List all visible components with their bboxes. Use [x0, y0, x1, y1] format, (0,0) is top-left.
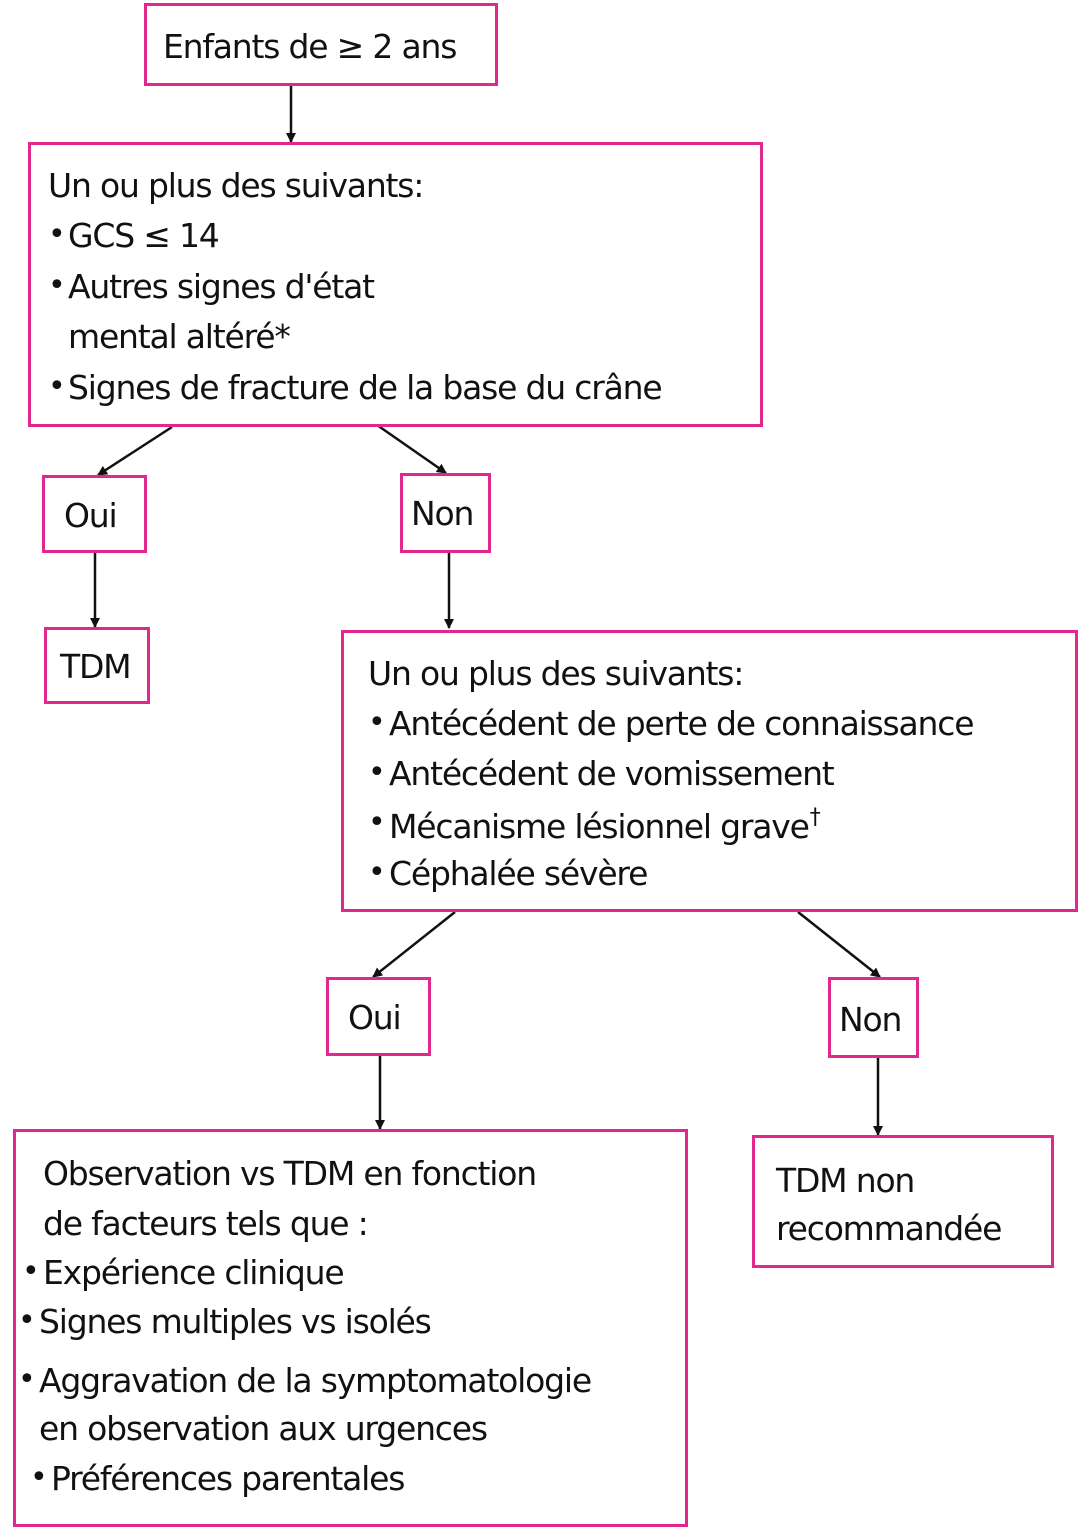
- observation-item-clinical-experience: Expérience clinique: [43, 1253, 345, 1292]
- branch1-no-box: Non: [400, 473, 491, 553]
- bullet: •: [368, 805, 386, 840]
- criteria2-item-vomiting: Antécédent de vomissement: [389, 754, 835, 793]
- criteria1-item-mental-state: Autres signes d'état: [68, 267, 375, 306]
- no-ct-box: TDM non recommandée: [752, 1135, 1054, 1268]
- bullet: •: [368, 755, 386, 790]
- criteria2-item-mechanism-line: Mécanisme lésionnel grave†: [389, 805, 821, 846]
- arrow-criteria2-to-no: [797, 911, 881, 978]
- no-ct-line1: TDM non: [776, 1161, 915, 1200]
- criteria2-item-headache: Céphalée sévère: [389, 854, 648, 893]
- criteria2-item-mechanism: Mécanisme lésionnel grave: [389, 807, 810, 846]
- observation-item-worsening-cont: en observation aux urgences: [39, 1409, 488, 1448]
- branch1-yes-box: Oui: [42, 475, 147, 553]
- ct-result-box: TDM: [44, 627, 150, 704]
- observation-line1: Observation vs TDM en fonction: [43, 1154, 537, 1193]
- bullet: •: [48, 369, 66, 404]
- bullet: •: [48, 268, 66, 303]
- arrow-criteria2-to-yes: [372, 911, 456, 978]
- criteria2-box: Un ou plus des suivants: • Antécédent de…: [341, 630, 1078, 912]
- branch2-yes-box: Oui: [326, 977, 431, 1056]
- arrow-criteria1-to-yes: [97, 425, 173, 477]
- bullet: •: [368, 855, 386, 890]
- branch1-yes-label: Oui: [64, 496, 118, 535]
- criteria1-heading: Un ou plus des suivants:: [48, 166, 424, 205]
- observation-item-multiple-signs: Signes multiples vs isolés: [39, 1302, 432, 1341]
- criteria1-item-gcs: GCS ≤ 14: [68, 216, 220, 255]
- bullet: •: [368, 705, 386, 740]
- dagger-footnote-mark: †: [809, 805, 821, 830]
- ct-result-label: TDM: [60, 647, 132, 686]
- arrow-criteria1-to-no: [376, 423, 447, 475]
- criteria1-box: Un ou plus des suivants: • GCS ≤ 14 • Au…: [28, 142, 763, 427]
- start-box: Enfants de ≥ 2 ans: [144, 3, 498, 86]
- start-label: Enfants de ≥ 2 ans: [163, 27, 457, 66]
- observation-box: Observation vs TDM en fonction de facteu…: [13, 1129, 688, 1527]
- criteria1-item-mental-state-cont: mental altéré*: [68, 317, 291, 356]
- no-ct-line2: recommandée: [776, 1209, 1002, 1248]
- criteria2-heading: Un ou plus des suivants:: [368, 654, 744, 693]
- observation-item-worsening: Aggravation de la symptomatologie: [39, 1361, 592, 1400]
- bullet: •: [18, 1362, 36, 1397]
- branch2-yes-label: Oui: [348, 998, 402, 1037]
- branch2-no-label: Non: [839, 1000, 902, 1039]
- bullet: •: [48, 217, 66, 252]
- branch1-no-label: Non: [411, 494, 474, 533]
- bullet: •: [30, 1460, 48, 1495]
- observation-item-parental-preference: Préférences parentales: [51, 1459, 405, 1498]
- criteria2-item-loss-of-consciousness: Antécédent de perte de connaissance: [389, 704, 975, 743]
- bullet: •: [18, 1303, 36, 1338]
- observation-line2: de facteurs tels que :: [43, 1204, 369, 1243]
- bullet: •: [22, 1254, 40, 1289]
- branch2-no-box: Non: [828, 977, 919, 1058]
- criteria1-item-skull-fracture: Signes de fracture de la base du crâne: [68, 368, 663, 407]
